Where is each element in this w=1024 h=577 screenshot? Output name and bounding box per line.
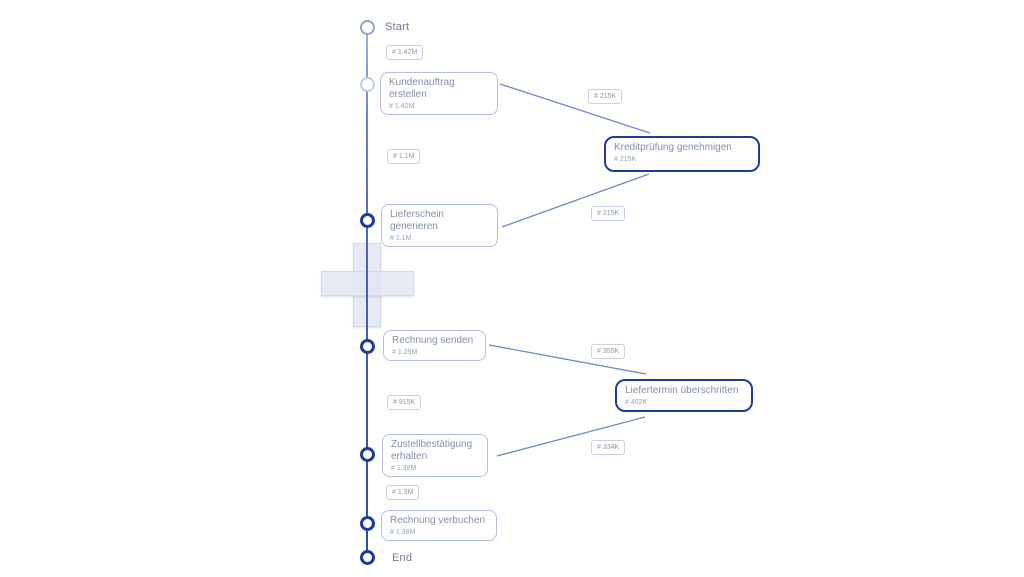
activity-node-kundenauftrag-erstellen[interactable]: Kundenauftrag erstellen # 1.42M: [380, 72, 498, 115]
activity-label: Kundenauftrag erstellen: [389, 77, 455, 100]
activity-label: Liefertermin überschritten: [625, 385, 739, 396]
activity-label: Kreditprüfung genehmigen: [614, 142, 732, 153]
activity-label: Zustellbestätigung erhalten: [391, 439, 473, 462]
timeline-count-badge: # 1.3M: [386, 485, 420, 500]
edge-count-badge: # 334K: [591, 440, 626, 455]
timeline-node-circle[interactable]: [360, 516, 375, 531]
activity-node-liefertermin-ueberschritten[interactable]: Liefertermin überschritten # 402K: [615, 379, 753, 412]
timeline-node-circle[interactable]: [360, 213, 375, 228]
activity-node-kreditpruefung-genehmigen[interactable]: Kreditprüfung genehmigen # 215K: [604, 136, 760, 172]
activity-label: Rechnung verbuchen: [390, 515, 486, 526]
timeline-node-circle[interactable]: [360, 77, 375, 92]
edge-count-badge: # 355K: [591, 344, 626, 359]
activity-label: Lieferschein generieren: [390, 209, 444, 232]
timeline-node-circle[interactable]: [360, 447, 375, 462]
activity-count: # 1.1M: [390, 235, 412, 242]
timeline-node-end-circle[interactable]: [360, 550, 375, 565]
activity-count: # 215K: [614, 156, 637, 163]
timeline-count-badge: # 1.42M: [386, 45, 424, 60]
activity-node-lieferschein-generieren[interactable]: Lieferschein generieren # 1.1M: [381, 204, 498, 247]
timeline-node-circle[interactable]: [360, 339, 375, 354]
activity-node-rechnung-senden[interactable]: Rechnung senden # 1.29M: [383, 330, 486, 361]
activity-count: # 1.38M: [391, 465, 417, 472]
activity-count: # 402K: [625, 399, 648, 406]
activity-label: Rechnung senden: [392, 335, 474, 346]
activity-count: # 1.29M: [392, 349, 418, 356]
timeline-spine: [366, 27, 368, 557]
start-label: Start: [385, 21, 410, 33]
edge-count-badge: # 215K: [588, 89, 623, 104]
activity-count: # 1.42M: [389, 103, 415, 110]
activity-node-zustellbestaetigung-erhalten[interactable]: Zustellbestätigung erhalten # 1.38M: [382, 434, 488, 477]
activity-node-rechnung-verbuchen[interactable]: Rechnung verbuchen # 1.38M: [381, 510, 497, 541]
timeline-node-start-circle[interactable]: [360, 20, 375, 35]
activity-count: # 1.38M: [390, 529, 416, 536]
timeline-count-badge: # 1.1M: [387, 149, 421, 164]
edge-count-badge: # 215K: [591, 206, 626, 221]
end-label: End: [392, 552, 413, 564]
timeline-count-badge: # 915K: [387, 395, 422, 410]
